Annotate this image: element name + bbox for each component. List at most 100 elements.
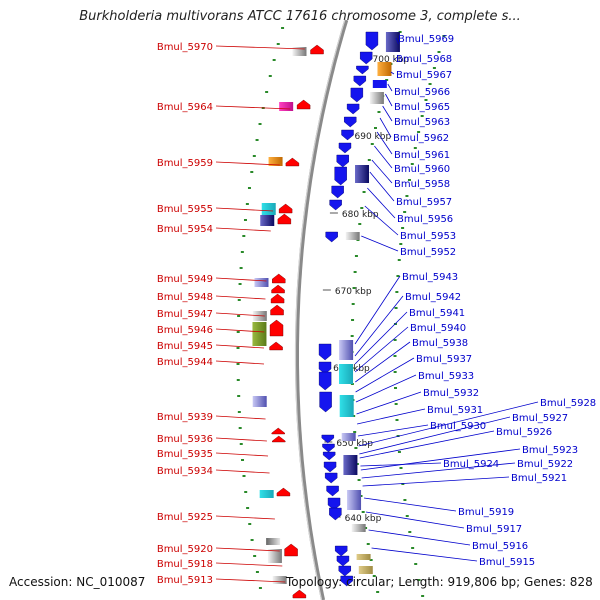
- right-leader-line: [358, 401, 539, 447]
- left-gene-label: Bmul_5954: [157, 224, 213, 235]
- reverse-gene-arrow: [356, 65, 369, 75]
- reverse-gene-block: [372, 80, 387, 88]
- reverse-gene-arrow: [318, 361, 332, 375]
- forward-gene-block: [279, 102, 294, 111]
- right-gene-label: Bmul_5926: [496, 427, 552, 438]
- reverse-gene-block: [351, 524, 366, 532]
- left-gene-label: Bmul_5959: [157, 158, 213, 169]
- right-gene-label: Bmul_5931: [427, 405, 483, 416]
- reverse-gene-arrow: [359, 51, 373, 65]
- right-leader-line: [365, 511, 465, 529]
- right-leader-line: [360, 448, 521, 471]
- left-leader-line: [215, 515, 275, 520]
- right-leader-line: [395, 37, 399, 45]
- reverse-gene-block: [339, 364, 354, 384]
- right-gene-label: Bmul_5916: [472, 541, 528, 552]
- forward-gene-arrow: [272, 435, 286, 443]
- reverse-gene-arrow: [318, 343, 332, 361]
- forward-gene-arrow: [270, 293, 285, 304]
- forward-gene-block: [267, 549, 282, 563]
- forward-gene-block: [272, 576, 287, 584]
- reverse-gene-arrow: [318, 371, 332, 391]
- reverse-gene-block: [355, 165, 370, 183]
- right-leader-line: [356, 391, 422, 415]
- left-gene-label: Bmul_5913: [157, 575, 213, 586]
- reverse-gene-arrow: [340, 575, 353, 587]
- scale-tick-label: 700 kbp: [373, 55, 410, 65]
- right-gene-label: Bmul_5958: [394, 179, 450, 190]
- left-gene-label: Bmul_5946: [157, 325, 213, 336]
- left-gene-label: Bmul_5955: [157, 204, 213, 215]
- right-gene-label: Bmul_5956: [397, 214, 453, 225]
- forward-gene-arrow: [271, 284, 285, 294]
- right-gene-label: Bmul_5969: [398, 34, 454, 45]
- reverse-gene-block: [339, 340, 354, 360]
- right-leader-line: [354, 295, 404, 357]
- right-leader-line: [354, 326, 409, 373]
- left-leader-line: [215, 207, 274, 212]
- reverse-gene-arrow: [327, 497, 341, 511]
- left-leader-line: [215, 295, 266, 300]
- right-gene-label: Bmul_5919: [458, 507, 514, 518]
- right-gene-label: Bmul_5953: [400, 231, 456, 242]
- forward-gene-block: [259, 490, 274, 498]
- right-leader-line: [359, 430, 495, 459]
- accession-text: Accession: NC_010087: [9, 575, 146, 589]
- left-gene-label: Bmul_5945: [157, 341, 213, 352]
- right-gene-label: Bmul_5938: [412, 338, 468, 349]
- right-leader-line: [376, 131, 393, 155]
- gene-layer: [252, 31, 400, 599]
- forward-gene-block: [252, 396, 267, 407]
- right-leader-line: [382, 105, 393, 122]
- forward-gene-arrow: [292, 589, 307, 599]
- label-layer: Bmul_5970Bmul_5964Bmul_5959Bmul_5955Bmul…: [157, 34, 596, 586]
- left-leader-line: [215, 437, 267, 442]
- right-gene-label: Bmul_5940: [410, 323, 466, 334]
- right-gene-label: Bmul_5943: [402, 272, 458, 283]
- right-gene-label: Bmul_5952: [400, 247, 456, 258]
- forward-gene-block: [268, 157, 283, 166]
- scale-tick-label: 690 kbp: [355, 132, 392, 142]
- reverse-gene-arrow: [329, 507, 342, 521]
- forward-gene-arrow: [278, 203, 293, 214]
- forward-gene-block: [260, 215, 275, 226]
- left-leader-line: [215, 360, 265, 365]
- left-gene-label: Bmul_5964: [157, 102, 213, 113]
- forward-gene-arrow: [270, 304, 284, 316]
- right-leader-line: [361, 462, 516, 479]
- leader-layer: [215, 37, 539, 583]
- reverse-gene-block: [347, 490, 362, 510]
- left-gene-label: Bmul_5949: [157, 274, 213, 285]
- reverse-gene-arrow: [319, 391, 332, 413]
- right-gene-label: Bmul_5927: [512, 413, 568, 424]
- left-leader-line: [215, 452, 269, 457]
- left-gene-label: Bmul_5970: [157, 42, 213, 53]
- reverse-gene-arrow: [322, 443, 335, 453]
- reverse-gene-arrow: [324, 472, 338, 484]
- right-gene-label: Bmul_5922: [517, 459, 573, 470]
- forward-gene-arrow: [277, 213, 292, 225]
- reverse-gene-arrow: [365, 31, 379, 51]
- right-gene-label: Bmul_5933: [418, 371, 474, 382]
- left-leader-line: [215, 547, 280, 552]
- reverse-gene-block: [341, 433, 356, 441]
- topology-text: Topology: circular; Length: 919,806 bp; …: [286, 575, 593, 589]
- reverse-gene-arrow: [350, 87, 364, 103]
- forward-gene-arrow: [310, 44, 324, 55]
- right-leader-line: [354, 275, 401, 345]
- reverse-gene-block: [356, 554, 371, 560]
- reverse-gene-arrow: [346, 103, 360, 115]
- left-leader-line: [215, 105, 291, 110]
- right-gene-label: Bmul_5966: [394, 87, 450, 98]
- forward-gene-block: [292, 47, 307, 56]
- right-gene-label: Bmul_5960: [394, 164, 450, 175]
- reverse-gene-block: [377, 62, 392, 76]
- left-gene-label: Bmul_5934: [157, 466, 213, 477]
- left-leader-line: [215, 45, 305, 50]
- reverse-gene-arrow: [336, 555, 350, 567]
- reverse-gene-arrow: [353, 75, 367, 87]
- reverse-gene-arrow: [321, 434, 335, 444]
